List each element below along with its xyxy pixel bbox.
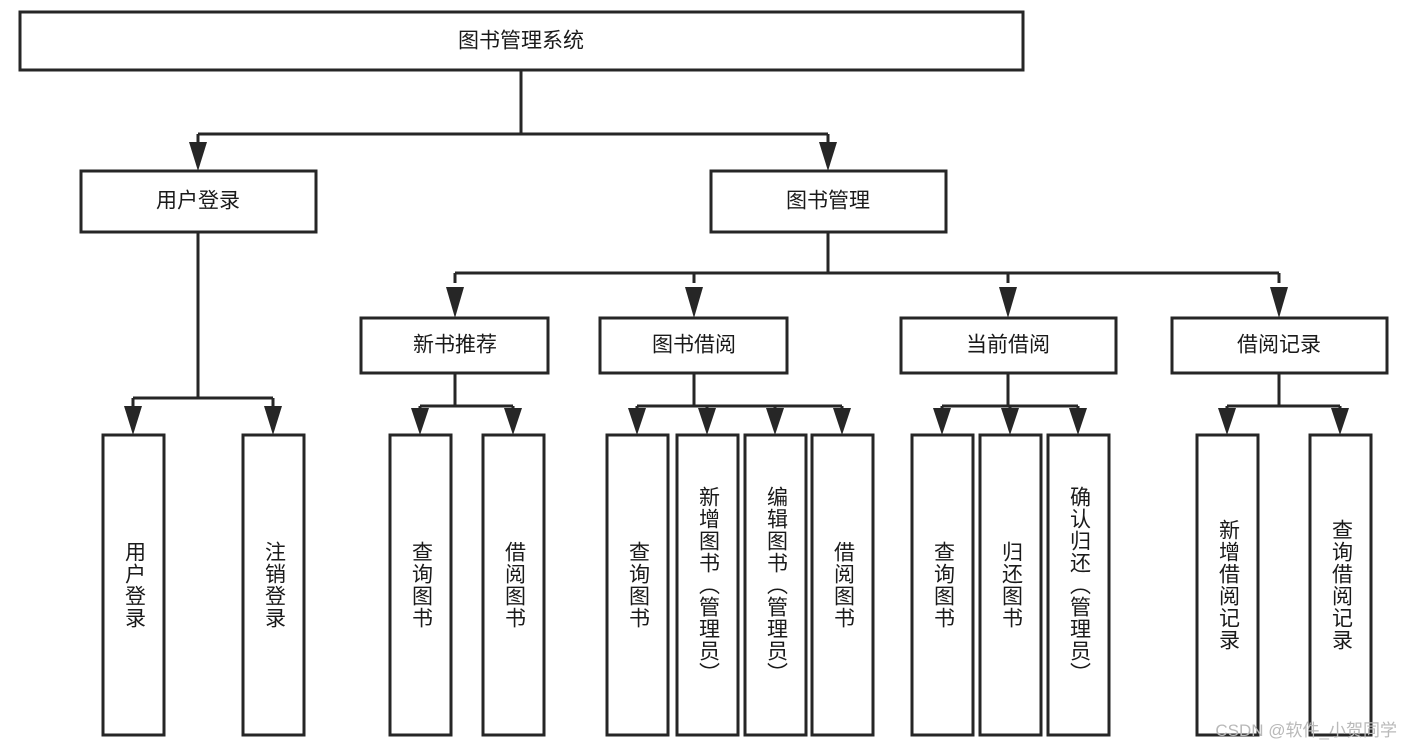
arrowhead-leaf-borrow-book-2 bbox=[833, 408, 851, 435]
node-book-borrow-box[interactable] bbox=[598, 316, 789, 375]
node-current-borrow-box[interactable] bbox=[899, 316, 1118, 375]
node-leaf-query-book-2-box[interactable] bbox=[605, 433, 670, 737]
node-root-box[interactable] bbox=[18, 10, 1025, 72]
node-leaf-query-book-3-box[interactable] bbox=[910, 433, 975, 737]
arrowhead-book-manage bbox=[819, 142, 837, 171]
node-book-manage-label: 图书管理 bbox=[786, 190, 870, 213]
node-leaf-borrow-book-2-box[interactable] bbox=[810, 433, 875, 737]
arrowhead-leaf-user-logout bbox=[264, 406, 282, 435]
node-leaf-query-book-1-box[interactable] bbox=[388, 433, 453, 737]
node-new-book-rec-box[interactable] bbox=[359, 316, 550, 375]
node-leaf-edit-book-box[interactable] bbox=[743, 433, 808, 737]
node-user-login-box[interactable] bbox=[79, 169, 318, 234]
arrowhead-current-borrow bbox=[999, 287, 1017, 318]
node-borrow-record-label: 借阅记录 bbox=[1237, 334, 1321, 357]
arrowhead-book-borrow bbox=[685, 287, 703, 318]
arrowhead-leaf-query-record bbox=[1331, 408, 1349, 435]
node-leaf-query-record-box[interactable] bbox=[1308, 433, 1373, 737]
arrowhead-leaf-query-book-2 bbox=[628, 408, 646, 435]
arrowhead-user-login bbox=[189, 142, 207, 171]
node-leaf-return-book-box[interactable] bbox=[978, 433, 1043, 737]
arrowhead-borrow-record bbox=[1270, 287, 1288, 318]
arrowhead-leaf-confirm-return bbox=[1069, 408, 1087, 435]
watermark-text: CSDN @软件_小贺同学 bbox=[1215, 721, 1397, 740]
node-user-login-label: 用户登录 bbox=[156, 190, 240, 213]
node-layer: 图书管理系统 用户登录 图书管理 新书推荐 图书借阅 当前借阅 借阅记录 bbox=[18, 10, 1389, 737]
node-root-label: 图书管理系统 bbox=[458, 30, 584, 53]
node-leaf-confirm-return-box[interactable] bbox=[1046, 433, 1111, 737]
node-book-borrow-label: 图书借阅 bbox=[652, 334, 736, 357]
edge-layer bbox=[124, 70, 1349, 435]
node-book-manage-box[interactable] bbox=[709, 169, 948, 234]
node-leaf-user-logout-box[interactable] bbox=[241, 433, 306, 737]
arrowhead-leaf-return-book bbox=[1001, 408, 1019, 435]
arrowhead-leaf-query-book-3 bbox=[933, 408, 951, 435]
arrowhead-leaf-user-login bbox=[124, 406, 142, 435]
arrowhead-leaf-query-book-1 bbox=[411, 408, 429, 435]
arrowhead-leaf-edit-book bbox=[766, 408, 784, 435]
arrowhead-new-book-rec bbox=[446, 287, 464, 318]
node-current-borrow-label: 当前借阅 bbox=[966, 334, 1050, 357]
node-leaf-add-book-box[interactable] bbox=[675, 433, 740, 737]
arrowhead-leaf-add-book bbox=[698, 408, 716, 435]
arrowhead-leaf-add-record bbox=[1218, 408, 1236, 435]
node-leaf-borrow-book-1-box[interactable] bbox=[481, 433, 546, 737]
arrowhead-leaf-borrow-book-1 bbox=[504, 408, 522, 435]
node-leaf-add-record-box[interactable] bbox=[1195, 433, 1260, 737]
node-new-book-rec-label: 新书推荐 bbox=[413, 334, 497, 357]
node-borrow-record-box[interactable] bbox=[1170, 316, 1389, 375]
node-leaf-user-login-box[interactable] bbox=[101, 433, 166, 737]
